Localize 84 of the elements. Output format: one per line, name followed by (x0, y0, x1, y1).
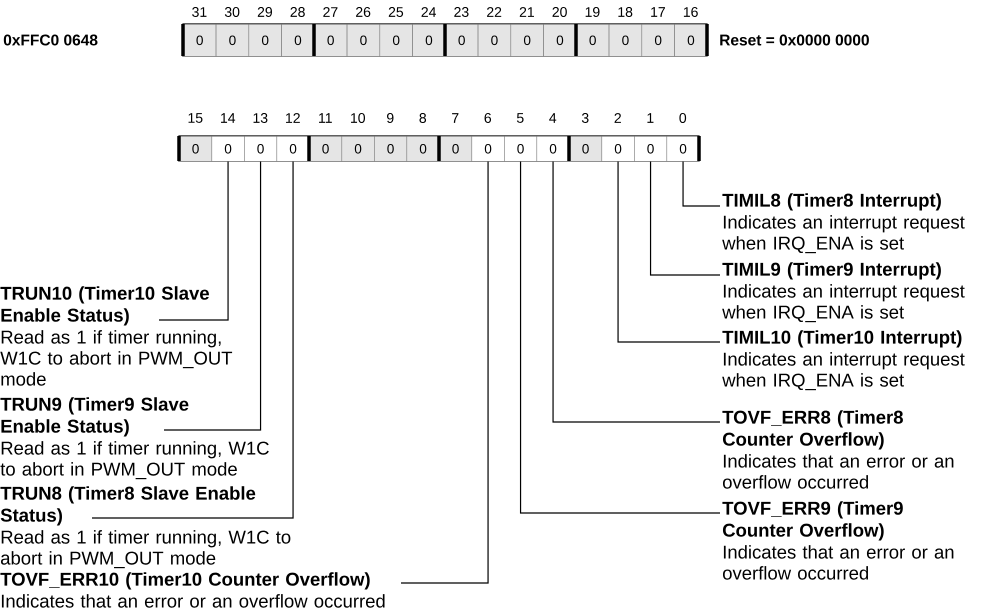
bit-number: 27 (323, 7, 338, 17)
leader-line (650, 162, 720, 276)
register-cell: 0 (309, 136, 342, 162)
bit-number: 29 (258, 7, 272, 17)
register-cell: 0 (439, 136, 472, 162)
field-description: TOVF_ERR8 (Timer8 Counter Overflow) Indicates that an error or an overflow occurred (722, 410, 954, 489)
bit-number: 24 (422, 7, 436, 17)
bit-number: 9 (387, 113, 394, 123)
bit-number: 3 (582, 113, 589, 123)
register-cell: 0 (504, 136, 538, 162)
bit-number: 4 (549, 113, 556, 123)
field-description: TIMIL8 (Timer8 Interrupt) Indicates an interrupt request when IRQ_ENA is set (722, 193, 965, 254)
bit-number: 8 (419, 113, 426, 123)
register-cell: 0 (179, 136, 212, 162)
reset-value: Reset = 0x0000 0000 (720, 34, 869, 46)
register-cell: 0 (666, 136, 700, 162)
bit-number: 7 (452, 113, 458, 123)
register-cell: 0 (543, 24, 577, 57)
bit-number: 15 (188, 113, 202, 123)
bit-number: 21 (520, 7, 534, 17)
bit-number: 17 (651, 7, 665, 17)
field-description: TIMIL10 (Timer10 Interrupt) Indicates an interrupt request when IRQ_ENA is set (722, 330, 965, 390)
register-cell: 0 (374, 136, 408, 162)
register-cell: 0 (183, 24, 216, 57)
register-cell: 0 (608, 24, 642, 57)
leader-line (520, 162, 720, 514)
bit-number: 22 (487, 7, 502, 17)
register-cell: 0 (412, 24, 446, 57)
field-description: TRUN9 (Timer9 Slave Enable Status) Read as 1 if timer running, W1C to abort in PWM_OUT mode (0, 397, 269, 480)
register-cell: 0 (380, 24, 413, 57)
leader-line (682, 162, 720, 207)
bit-number: 5 (516, 113, 524, 123)
bit-number: 1 (647, 113, 654, 123)
leader-line (164, 162, 262, 431)
register-cell: 0 (634, 136, 668, 162)
leader-line (401, 162, 489, 584)
register-cell: 0 (445, 24, 478, 57)
field-description: TOVF_ERR10 (Timer10 Counter Overflow) Indicates that an error or an overflow occurred (0, 572, 385, 608)
field-description: TRUN10 (Timer10 Slave Enable Status) Read as 1 if timer running, W1C to abort in PWM_OUT mode (0, 286, 232, 386)
register-cell: 0 (602, 136, 635, 162)
register-cell: 0 (216, 24, 250, 57)
register-cell: 0 (314, 24, 348, 57)
field-description: TIMIL9 (Timer9 Interrupt) Indicates an interrupt request when IRQ_ENA is set (722, 262, 965, 322)
field-description: TOVF_ERR9 (Timer9 Counter Overflow) Indicates that an error or an overflow occurred (722, 501, 954, 580)
bit-number: 13 (254, 113, 268, 123)
bit-number: 6 (484, 113, 492, 123)
bit-number: 12 (286, 113, 300, 123)
bit-number: 16 (684, 7, 698, 17)
register-cell: 0 (576, 24, 610, 57)
field-description: TRUN8 (Timer8 Slave Enable Status) Read as 1 if timer running, W1C to abort in PWM_OUT mode (0, 486, 290, 568)
register-cell: 0 (569, 136, 602, 162)
bit-number: 14 (221, 113, 236, 123)
register-address: 0xFFC0 0648 (4, 34, 98, 46)
bit-number: 0 (679, 113, 686, 123)
register-cell: 0 (406, 136, 440, 162)
register-cell: 0 (281, 24, 315, 57)
leader-line (617, 162, 720, 343)
register-cell: 0 (212, 136, 245, 162)
bit-number: 31 (192, 7, 206, 17)
bit-number: 20 (552, 7, 567, 17)
register-cell: 0 (536, 136, 570, 162)
bit-number: 23 (454, 7, 469, 17)
register-cell: 0 (342, 136, 375, 162)
leader-line (552, 162, 720, 423)
bit-number: 25 (388, 7, 404, 17)
register-cell: 0 (472, 136, 505, 162)
register-cell: 0 (244, 136, 278, 162)
bit-number: 11 (319, 113, 332, 123)
bit-number: 30 (224, 7, 240, 17)
leader-line (159, 162, 229, 321)
bit-number: 10 (351, 113, 365, 123)
register-cell: 0 (674, 24, 708, 57)
register-cell: 0 (478, 24, 512, 57)
bit-number: 19 (586, 7, 600, 17)
bit-number: 2 (614, 113, 621, 123)
register-cell: 0 (248, 24, 282, 57)
bit-number: 28 (290, 7, 305, 17)
register-cell: 0 (276, 136, 310, 162)
register-cell: 0 (510, 24, 544, 57)
bit-number: 26 (356, 7, 370, 17)
register-cell: 0 (346, 24, 380, 57)
bit-number: 18 (618, 7, 632, 17)
register-cell: 0 (642, 24, 675, 57)
leader-line (92, 162, 294, 519)
